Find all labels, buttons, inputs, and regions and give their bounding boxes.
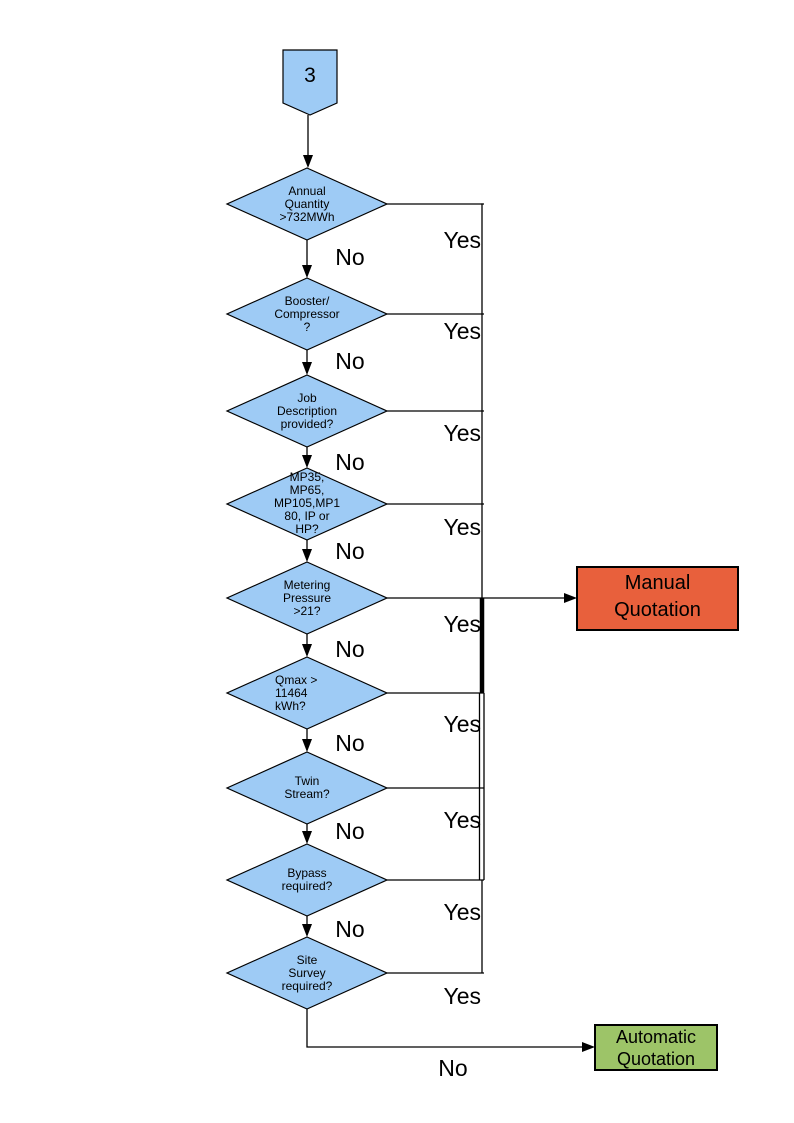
branch-label-yes-7: Yes: [443, 807, 481, 833]
arrowhead-right-icon: [582, 1042, 595, 1052]
decision-label-metering-pressure: Metering Pressure >21?: [282, 578, 332, 618]
branch-label-yes-3: Yes: [443, 420, 481, 446]
decision-label-job-description: Job Description provided?: [276, 391, 338, 431]
branch-label-yes-1: Yes: [443, 227, 481, 253]
flow-arrow-no-3: [302, 447, 312, 468]
flow-arrow-no-1: [302, 240, 312, 278]
branch-label-no-6: No: [335, 730, 365, 756]
arrowhead-right-icon: [564, 593, 577, 603]
arrowhead-down-icon: [302, 265, 312, 278]
arrowhead-down-icon: [302, 644, 312, 657]
arrowhead-down-icon: [302, 362, 312, 375]
branch-label-yes-2: Yes: [443, 318, 481, 344]
flow-line: [306, 1009, 583, 1048]
automatic-quotation-label: Automatic Quotation: [615, 1027, 697, 1069]
flow-arrow-manual: [484, 593, 577, 603]
decision-label-twin-stream: Twin Stream?: [284, 774, 330, 801]
flow-arrow-no-2: [302, 350, 312, 375]
flow-arrow-no-4: [302, 540, 312, 562]
flow-arrow-no-8: [302, 916, 312, 937]
flow-arrow-no-5: [302, 634, 312, 657]
decision-label-annual-quantity: Annual Quantity >732MWh: [279, 184, 335, 224]
decision-label-booster-compressor: Booster/ Compressor ?: [274, 294, 340, 334]
arrowhead-down-icon: [302, 739, 312, 752]
manual-quotation-box: [576, 566, 739, 631]
decision-label-site-survey: Site Survey required?: [281, 953, 333, 993]
branch-label-no-2: No: [335, 348, 365, 374]
offpage-connector-label: 3: [304, 64, 316, 87]
branch-label-no-3: No: [335, 449, 365, 475]
flow-arrow-no-6: [302, 729, 312, 752]
arrowhead-down-icon: [302, 831, 312, 844]
branch-label-yes-9: Yes: [443, 983, 481, 1009]
branch-label-no-9: No: [438, 1055, 468, 1081]
arrowhead-down-icon: [302, 455, 312, 468]
flow-arrow-no-7: [302, 824, 312, 844]
decision-label-bypass: Bypass required?: [281, 866, 333, 893]
branch-label-no-7: No: [335, 818, 365, 844]
branch-label-no-5: No: [335, 636, 365, 662]
branch-label-no-8: No: [335, 916, 365, 942]
branch-label-no-1: No: [335, 244, 365, 270]
automatic-quotation-box: [594, 1024, 718, 1071]
manual-quotation-label: Manual Quotation: [614, 572, 701, 621]
branch-label-yes-8: Yes: [443, 899, 481, 925]
offpage-connector-shape: [282, 49, 338, 116]
branch-label-no-4: No: [335, 538, 365, 564]
arrowhead-down-icon: [302, 924, 312, 937]
arrowhead-down-icon: [302, 549, 312, 562]
decision-label-meter-type: MP35, MP65, MP105,MP1 80, IP or HP?: [273, 470, 341, 536]
branch-label-yes-5: Yes: [443, 611, 481, 637]
branch-label-yes-6: Yes: [443, 711, 481, 737]
decision-label-qmax: Qmax > 11464 kWh?: [275, 673, 318, 713]
arrowhead-down-icon: [303, 155, 313, 168]
branch-label-yes-4: Yes: [443, 514, 481, 540]
flow-arrow-start: [303, 115, 313, 168]
flow-arrow-automatic: [306, 1009, 595, 1052]
